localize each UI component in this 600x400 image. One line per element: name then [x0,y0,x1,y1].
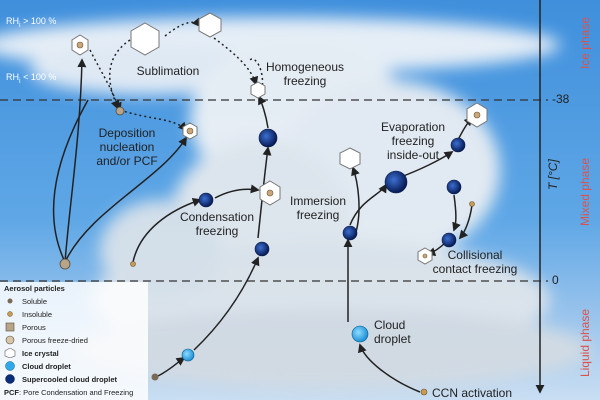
phase-mixed: Mixed phase [578,157,592,227]
label-cloud-droplet: Cloud droplet [374,318,411,346]
supercooled-droplet [342,225,358,241]
label-evaporation: Evaporation freezing inside-out [380,120,446,162]
label-deposition: Deposition nucleation and/or PCF [96,126,158,168]
supercooled-droplet [446,179,462,195]
legend-porous-fd: Porous freeze-dried [4,335,88,345]
rh-below-label: RHi < 100 % [6,72,57,85]
ice-crystal [130,22,160,56]
porous-aerosol [115,106,125,116]
legend-pcf: PCF: Pore Condensation and Freezing [4,387,134,397]
cloud-droplet-icon [5,361,15,371]
axis-label: T [°C] [546,159,560,190]
label-collisional: Collisional contact freezing [432,248,518,276]
porous-icon [5,322,15,332]
ice-crystal [339,147,361,170]
legend: Aerosol particles Soluble Insoluble Poro… [0,282,148,400]
insoluble-icon [7,311,13,317]
label-ccn: CCN activation [432,386,513,400]
cloud-droplet [351,325,369,343]
ice-crystal-icon [4,348,16,358]
supercooled-droplet-icon [5,374,15,384]
supercooled-droplet [441,232,457,248]
phase-liquid: Liquid phase [578,308,592,378]
ice-crystal [198,12,222,38]
label-sublimation: Sublimation [136,64,200,78]
insoluble-aerosol [420,388,428,396]
legend-porous: Porous [4,322,46,332]
legend-ice: Ice crystal [4,348,59,358]
supercooled-droplet [198,192,214,208]
soluble-aerosol [151,373,159,381]
porous-aerosol [59,258,71,270]
label-condensation: Condensation freezing [179,210,255,238]
supercooled-droplet [254,241,270,257]
legend-cloud-droplet: Cloud droplet [4,361,71,371]
insoluble-aerosol [130,261,136,267]
cloud-shape [0,17,590,390]
cloud-droplet [181,348,195,362]
label-immersion: Immersion freezing [289,194,346,222]
supercooled-droplet [258,128,278,148]
supercooled-droplet [450,137,466,153]
tick-minus38: -38 [552,92,570,106]
legend-insoluble: Insoluble [4,309,52,319]
rh-above-label: RHi > 100 % [6,16,57,29]
soluble-icon [7,298,13,304]
insoluble-aerosol [469,201,475,207]
supercooled-droplet [384,170,408,194]
legend-title: Aerosol particles [4,284,65,293]
label-homogeneous: Homogeneous freezing [265,60,345,88]
legend-supercooled: Supercooled cloud droplet [4,374,117,384]
ice-crystal [250,81,266,99]
porous-freeze-dried-icon [5,335,15,345]
tick-zero: 0 [552,273,559,287]
phase-ice: Ice phase [578,16,592,70]
legend-soluble: Soluble [4,296,47,306]
